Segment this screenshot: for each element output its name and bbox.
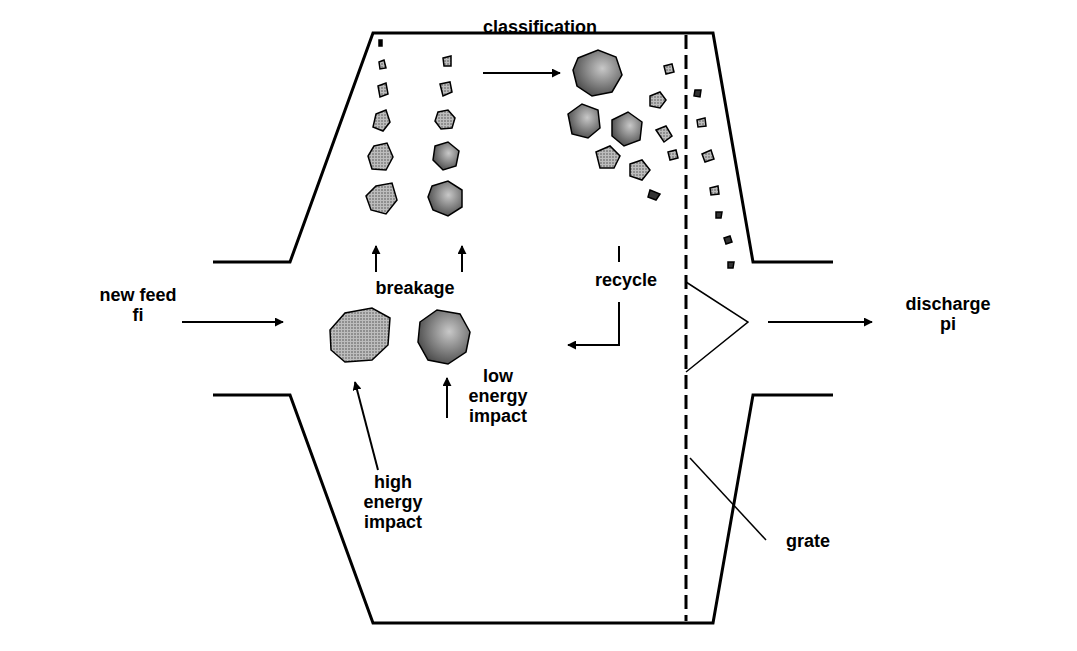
- recycle-line: [618, 246, 620, 262]
- feed-label: new feed fi: [93, 285, 183, 325]
- leader-line: [690, 458, 766, 540]
- discharge-cone: [686, 282, 748, 372]
- impact-label: low energy impact: [462, 366, 534, 426]
- part-label: grate: [786, 531, 830, 551]
- process-label: recycle: [595, 270, 657, 290]
- process-label: classification: [483, 17, 597, 37]
- process-label: breakage: [375, 278, 454, 298]
- grate-line: [685, 35, 688, 621]
- mill-shell: [213, 33, 833, 623]
- discharge-label: discharge pi: [898, 294, 998, 334]
- impact-label: high energy impact: [357, 472, 429, 532]
- particles: [330, 40, 734, 364]
- flow-arrows: [182, 73, 872, 470]
